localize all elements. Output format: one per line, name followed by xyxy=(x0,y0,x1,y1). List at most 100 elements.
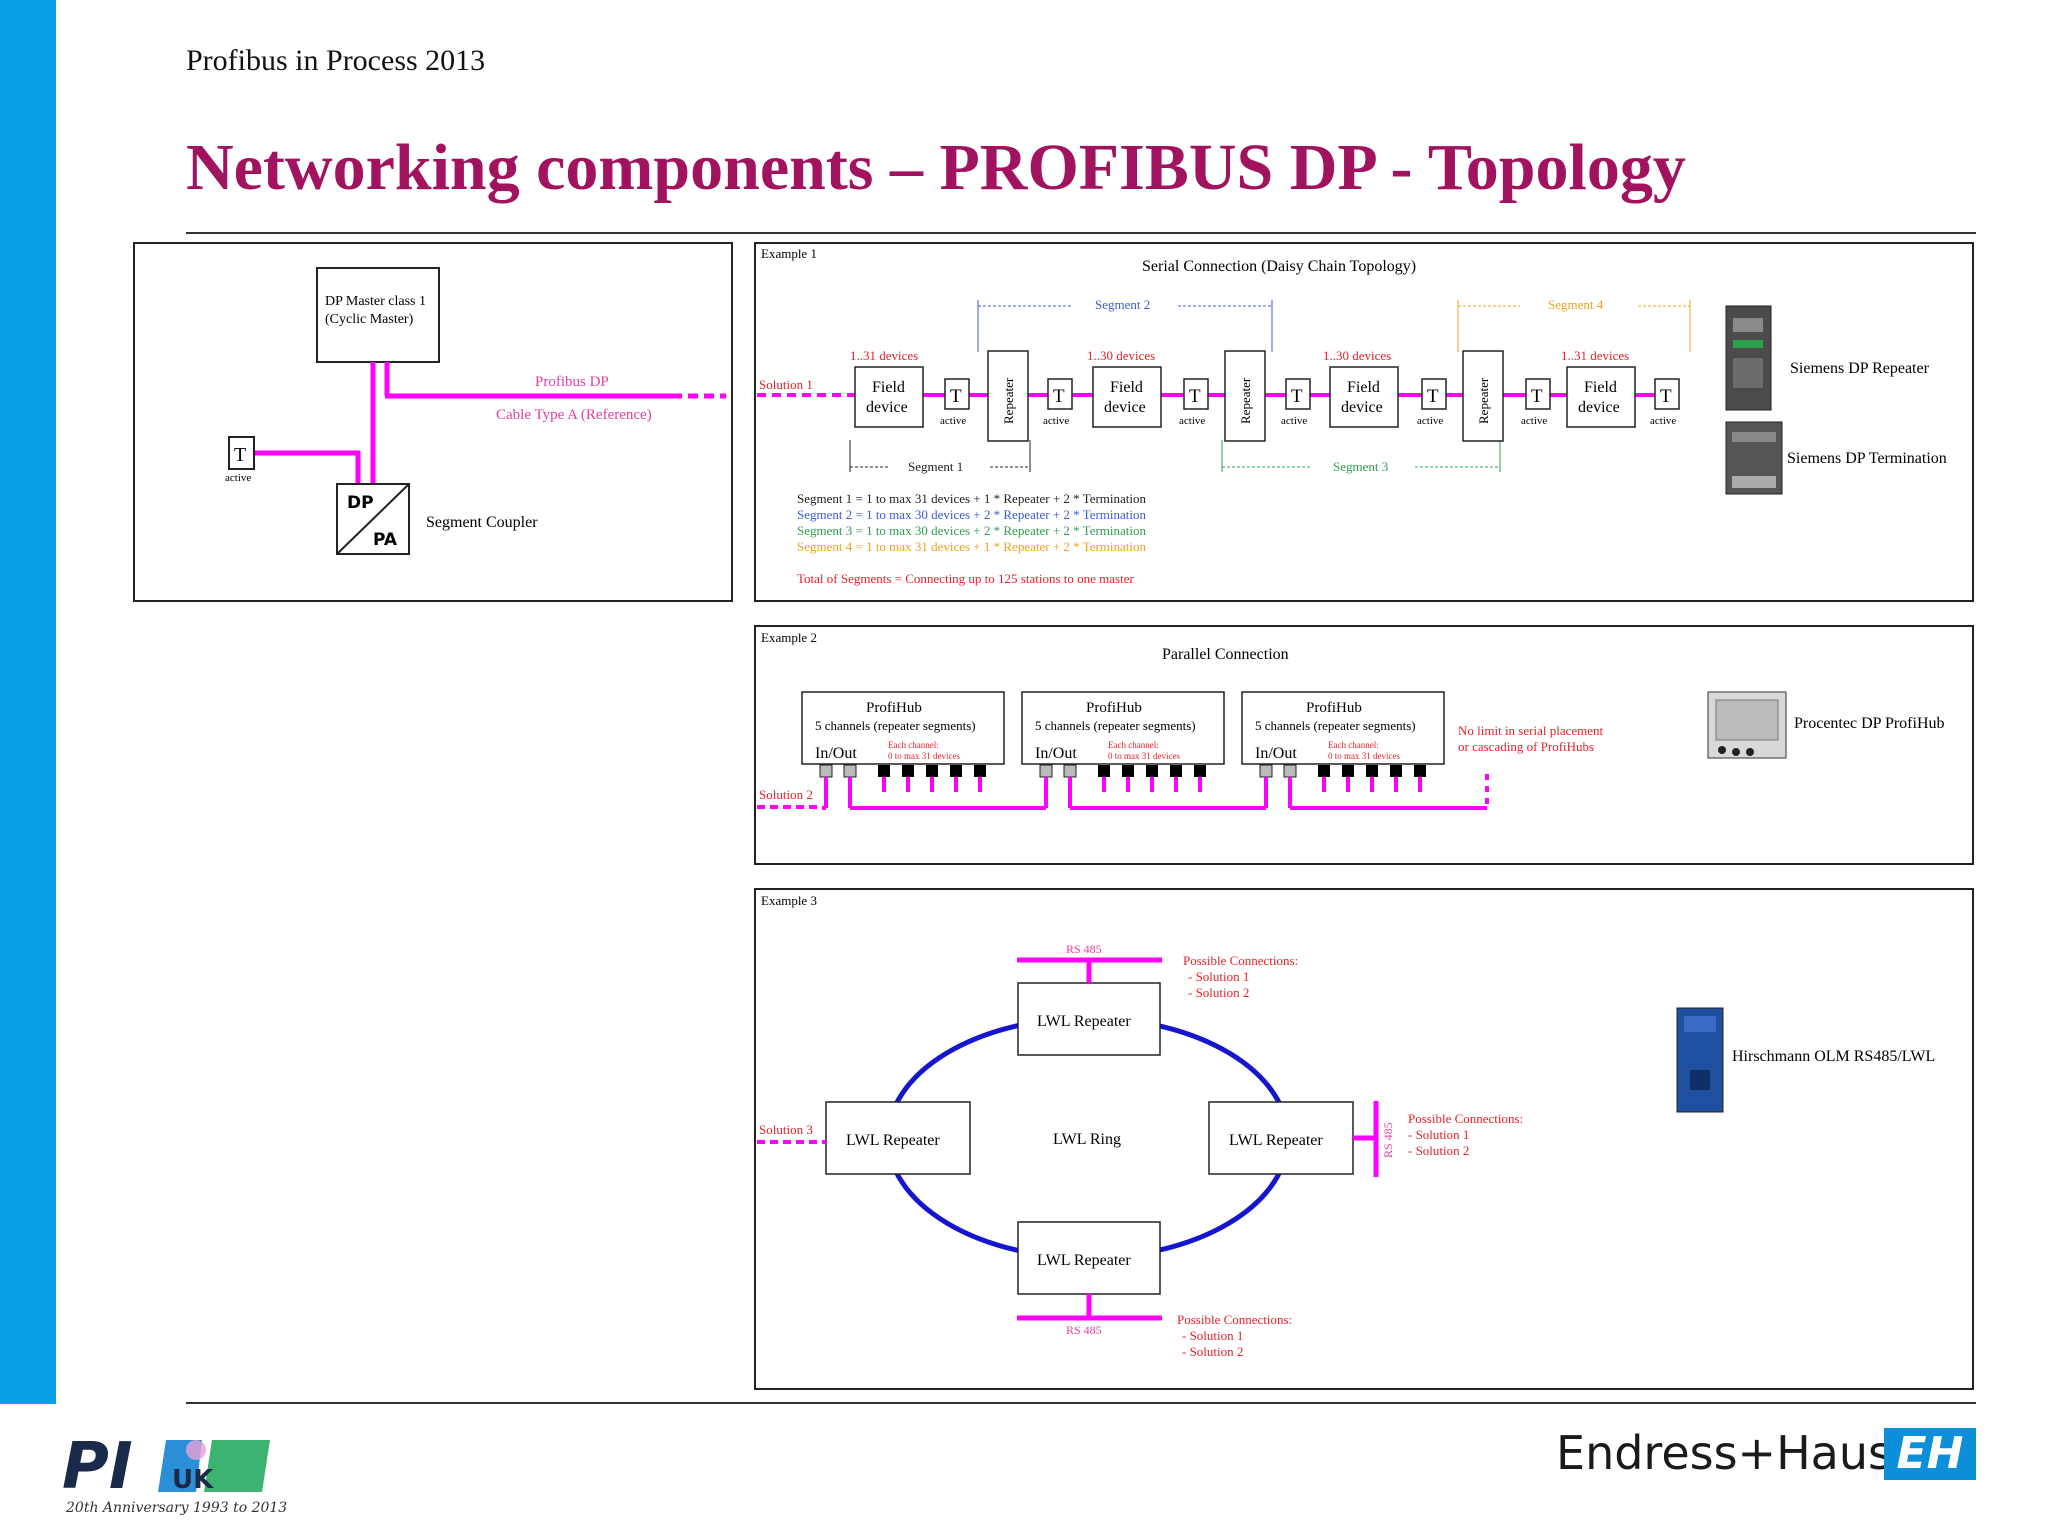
terminator-7-t: T xyxy=(1660,386,1672,407)
procentec-label: Procentec DP ProfiHub xyxy=(1794,715,1945,732)
profihub-2-channel-port-4 xyxy=(1170,765,1182,777)
terminator-1-active: active xyxy=(940,415,966,427)
hirschmann-label: Hirschmann OLM RS485/LWL xyxy=(1732,1048,1935,1065)
segment-coupler-label: Segment Coupler xyxy=(426,514,538,531)
siemens-repeater-label: Siemens DP Repeater xyxy=(1790,360,1930,377)
legend-segment2: Segment 2 = 1 to max 30 devices + 2 * Re… xyxy=(797,507,1147,522)
profihub-2-inout-port-1 xyxy=(1039,764,1053,778)
profihub-3-inout-port-1 xyxy=(1259,764,1273,778)
terminator-2-active: active xyxy=(1043,415,1069,427)
profihub-1-each-channel: Each channel: xyxy=(888,740,939,750)
repeater-2-label: Repeater xyxy=(1238,377,1253,424)
field-device-3-line1: Field xyxy=(1347,379,1380,396)
profihub-1-channel-port-2 xyxy=(902,765,914,777)
profihub-3-each-channel: Each channel: xyxy=(1328,740,1379,750)
device-count-4: 1..31 devices xyxy=(1561,348,1629,363)
profihub-2-title: ProfiHub xyxy=(1086,700,1142,716)
left-panel-frame xyxy=(133,242,733,602)
field-device-2-line2: device xyxy=(1104,399,1146,416)
profihub-1-channel-port-5 xyxy=(974,765,986,777)
rs485-bottom-label: RS 485 xyxy=(1066,1323,1102,1337)
pi-logo-green-square xyxy=(204,1440,270,1492)
siemens-dp-repeater-image xyxy=(1725,305,1772,411)
hirschmann-olm-image xyxy=(1676,1007,1724,1113)
pi-logo-text: PI xyxy=(62,1430,133,1504)
profihub-2: ProfiHub 5 channels (repeater segments) In… xyxy=(1021,691,1225,808)
profihub-2-channel-port-2 xyxy=(1122,765,1134,777)
example2-label: Example 2 xyxy=(761,630,817,645)
page-title: Networking components – PROFIBUS DP - To… xyxy=(186,131,1686,204)
profihub-2-inout: In/Out xyxy=(1035,745,1077,762)
terminator-3-active: active xyxy=(1179,415,1205,427)
example2-title: Parallel Connection xyxy=(1162,646,1289,663)
terminator-2-t: T xyxy=(1053,386,1065,407)
terminator-6-active: active xyxy=(1521,415,1547,427)
lwl-repeater-right: LWL Repeater xyxy=(1208,1101,1354,1175)
segment3-label: Segment 3 xyxy=(1333,459,1388,474)
rs485-right-label: RS 485 xyxy=(1381,1122,1395,1158)
cable-type-label: Cable Type A (Reference) xyxy=(496,407,652,423)
possible-bottom: Possible Connections: xyxy=(1177,1312,1292,1327)
terminator-7-active: active xyxy=(1650,415,1676,427)
legend-total: Total of Segments = Connecting up to 125… xyxy=(797,571,1134,586)
terminator-5-active: active xyxy=(1417,415,1443,427)
rs485-top-label: RS 485 xyxy=(1066,942,1102,956)
possible-top-sol1: - Solution 1 xyxy=(1188,969,1249,984)
pi-uk-logo: PI UK xyxy=(62,1430,270,1504)
field-device-3: Field device xyxy=(1329,366,1399,428)
lwl-repeater-left: LWL Repeater xyxy=(825,1101,971,1175)
terminator-6-t: T xyxy=(1531,386,1543,407)
example1-frame xyxy=(754,242,1974,602)
solution2-label: Solution 2 xyxy=(759,787,813,802)
profihub-2-inout-port-2 xyxy=(1063,764,1077,778)
field-device-2-line1: Field xyxy=(1110,379,1143,396)
field-device-1-line2: device xyxy=(866,399,908,416)
profihub-1-channel-max: 0 to max 31 devices xyxy=(888,751,960,761)
profihub-1-channel-port-4 xyxy=(950,765,962,777)
device-count-2: 1..30 devices xyxy=(1087,348,1155,363)
repeater-3-label: Repeater xyxy=(1476,377,1491,424)
lwl-repeater-left-label: LWL Repeater xyxy=(846,1132,940,1149)
profihub-1-channel-port-1 xyxy=(878,765,890,777)
profihub-1-box xyxy=(801,691,1005,765)
lwl-repeater-bottom: LWL Repeater xyxy=(1017,1221,1161,1295)
lwl-repeater-top-label: LWL Repeater xyxy=(1037,1013,1131,1030)
possible-top-sol2: - Solution 2 xyxy=(1188,985,1249,1000)
field-device-2: Field device xyxy=(1092,366,1162,428)
legend-segment4: Segment 4 = 1 to max 31 devices + 1 * Re… xyxy=(797,539,1147,554)
terminator-1-t: T xyxy=(950,386,962,407)
lwl-repeater-right-label: LWL Repeater xyxy=(1229,1132,1323,1149)
title-divider xyxy=(186,232,1976,234)
field-device-4-line2: device xyxy=(1578,399,1620,416)
header-text: Profibus in Process 2013 xyxy=(186,44,486,77)
segment1-label: Segment 1 xyxy=(908,459,963,474)
segment4-label: Segment 4 xyxy=(1548,297,1604,312)
profihub-3-title: ProfiHub xyxy=(1306,700,1362,716)
dp-master-line2: (Cyclic Master) xyxy=(325,312,414,327)
possible-right-sol2: - Solution 2 xyxy=(1408,1143,1469,1158)
ex2-note-line2: or cascading of ProfiHubs xyxy=(1458,739,1594,754)
legend-segment3: Segment 3 = 1 to max 30 devices + 2 * Re… xyxy=(797,523,1147,538)
example3-frame xyxy=(754,888,1974,1390)
solution1-label: Solution 1 xyxy=(759,377,813,392)
field-device-3-line2: device xyxy=(1341,399,1383,416)
profihub-1-inout: In/Out xyxy=(815,745,857,762)
legend-segment1: Segment 1 = 1 to max 31 devices + 1 * Re… xyxy=(797,491,1147,506)
profihub-3-inout-port-2 xyxy=(1283,764,1297,778)
profihub-3-channel-port-4 xyxy=(1390,765,1402,777)
terminator-5-t: T xyxy=(1427,386,1439,407)
repeater-3: Repeater xyxy=(1462,350,1504,442)
profihub-3-box xyxy=(1241,691,1445,765)
siemens-termination-label: Siemens DP Termination xyxy=(1787,450,1947,467)
lwl-repeater-bottom-label: LWL Repeater xyxy=(1037,1252,1131,1269)
field-device-1: Field device xyxy=(854,366,924,428)
example2-frame xyxy=(754,625,1974,865)
profihub-2-subtitle: 5 channels (repeater segments) xyxy=(1035,718,1196,733)
